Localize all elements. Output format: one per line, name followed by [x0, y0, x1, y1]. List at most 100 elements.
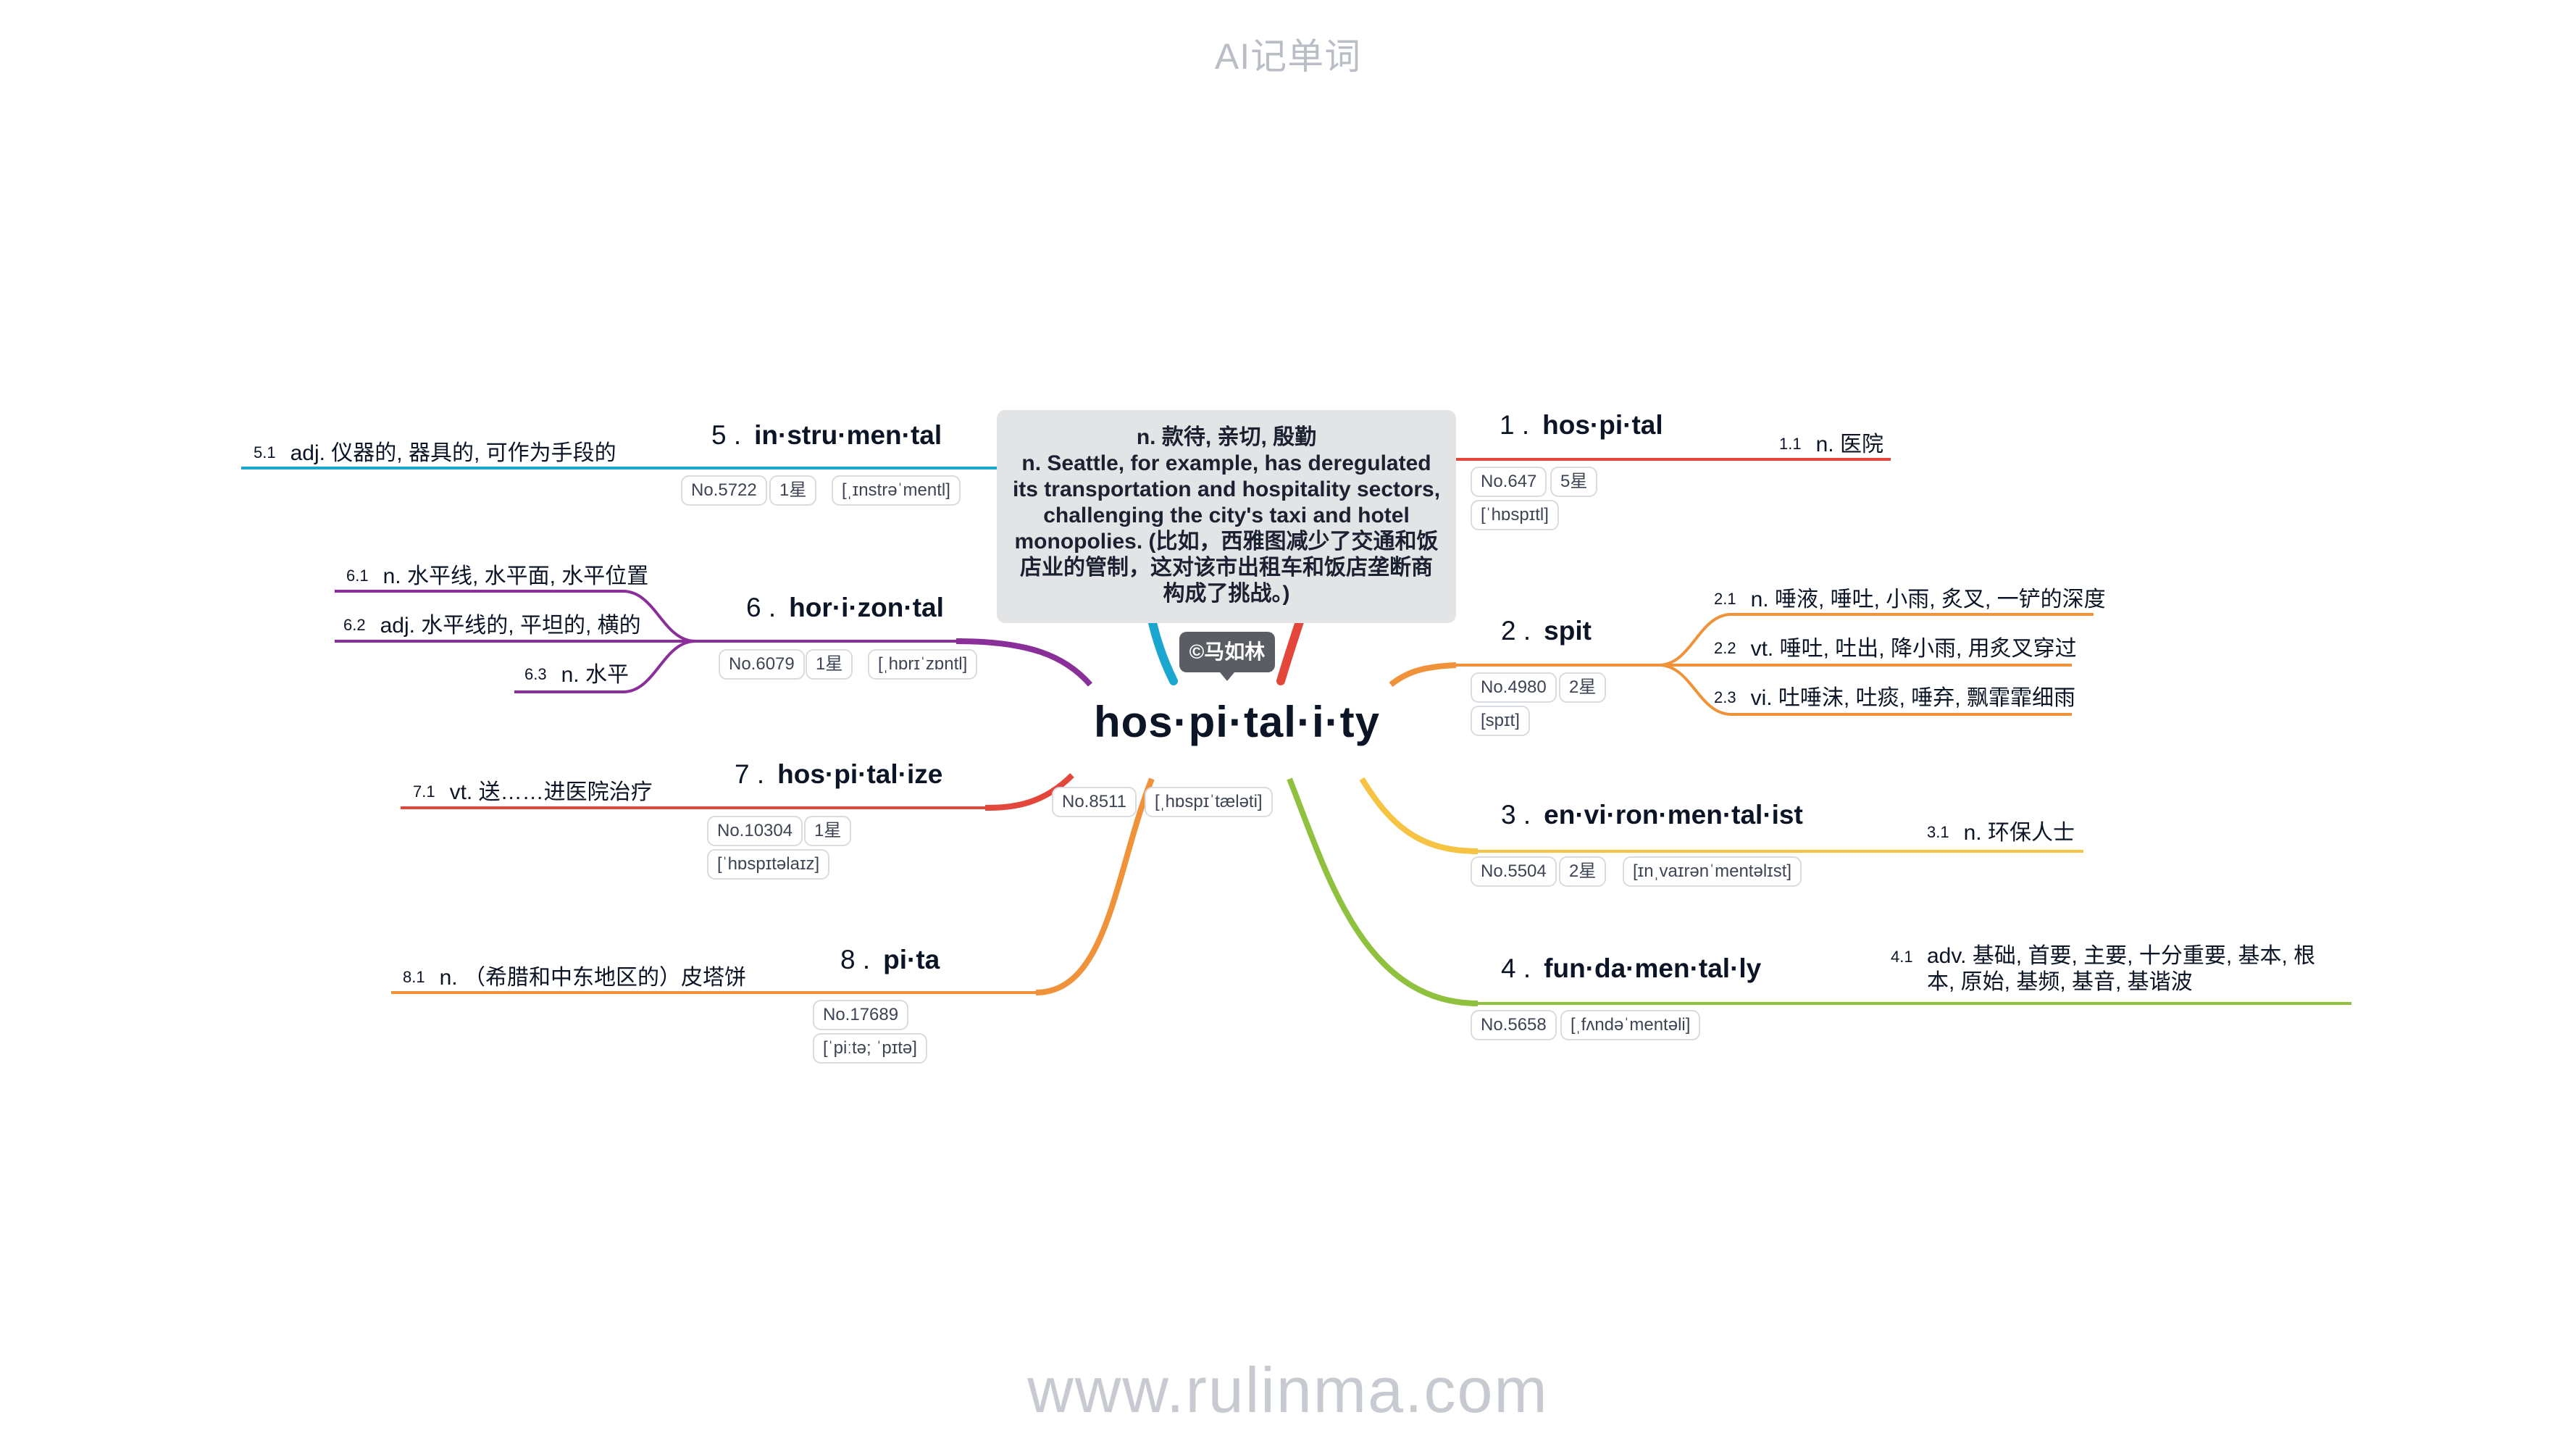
- topic-2-ipa-tag: [spɪt]: [1471, 706, 1530, 736]
- edge-center-6: [955, 638, 1093, 687]
- topic-6-ipa-tag: [ˌhɒrɪˈzɒntl]: [868, 649, 978, 680]
- note-line-2: n. Seattle, for example, has deregulated…: [1012, 451, 1441, 606]
- topic-1-number: 1 .: [1500, 410, 1530, 440]
- topic-1-stars-tag: 5星: [1550, 467, 1598, 497]
- topic-8-number: 8 .: [840, 945, 871, 974]
- edge-center-3: [1359, 777, 1479, 854]
- topic-6-word: hor·i·zon·tal: [789, 593, 944, 622]
- topic-6-number: 6 .: [746, 593, 777, 622]
- sense-6-1-number: 6.1: [346, 567, 369, 585]
- edge-center-7: [984, 773, 1074, 811]
- topic-5[interactable]: 5 . in·stru·men·tal: [711, 420, 942, 451]
- sense-6-3-number: 6.3: [524, 665, 547, 683]
- topic-6-stars-tag: 1星: [806, 649, 853, 680]
- sense-4-1-number: 4.1: [1891, 948, 1913, 966]
- topic-3-stars-tag: 2星: [1559, 856, 1607, 887]
- topic-7[interactable]: 7 . hos·pi·tal·ize: [735, 759, 942, 790]
- sense-2-3-text: vi. 吐唾沫, 吐痰, 唾弃, 飘霏霏细雨: [1750, 686, 2075, 710]
- sense-6-2-text: adj. 水平线的, 平坦的, 横的: [380, 614, 641, 638]
- topic-5-number: 5 .: [711, 420, 742, 450]
- topic-4-no-tag: No.5658: [1471, 1010, 1557, 1040]
- sense-4-1-text: adv. 基础, 首要, 主要, 十分重要, 基本, 根本, 原始, 基频, 基…: [1927, 944, 2316, 994]
- sense-7-1-text: vt. 送……进医院治疗: [449, 780, 653, 804]
- topic-2-number: 2 .: [1501, 616, 1531, 646]
- sense-7-1-number: 7.1: [413, 782, 435, 801]
- sense-1-1[interactable]: 1.1 n. 医院: [1779, 426, 1883, 458]
- topic-8-ipa-tag: [ˈpiːtə; ˈpɪtə]: [813, 1033, 927, 1064]
- topic-8-no-tag: No.17689: [813, 1000, 909, 1030]
- topic-5-ipa-tag: [ˌɪnstrəˈmentl]: [832, 475, 961, 506]
- topic-7-stars-tag: 1星: [804, 816, 852, 846]
- sense-6-3[interactable]: 6.3 n. 水平: [524, 656, 629, 688]
- sense-6-3-text: n. 水平: [561, 663, 629, 687]
- sense-2-3-number: 2.3: [1714, 688, 1736, 706]
- sense-2-1-number: 2.1: [1714, 590, 1736, 608]
- sense-1-1-text: n. 医院: [1815, 433, 1883, 456]
- edge-center-8: [1035, 777, 1155, 995]
- sense-3-1-number: 3.1: [1927, 823, 1949, 841]
- topic-5-stars-tag: 1星: [769, 475, 817, 506]
- topic-2-word: spit: [1544, 616, 1592, 646]
- center-definition-note: n. 款待, 亲切, 殷勤 n. Seattle, for example, h…: [997, 410, 1456, 623]
- topic-3-ipa-tag: [ɪnˌvaɪrənˈmentəlɪst]: [1623, 856, 1802, 887]
- sense-5-1-number: 5.1: [254, 443, 276, 462]
- sense-5-1[interactable]: 5.1 adj. 仪器的, 器具的, 可作为手段的: [254, 435, 616, 467]
- center-word[interactable]: hos·pi·tal·i·ty: [1094, 698, 1380, 746]
- sense-2-1[interactable]: 2.1 n. 唾液, 唾吐, 小雨, 炙叉, 一铲的深度: [1714, 581, 2106, 613]
- topic-7-number: 7 .: [735, 759, 765, 789]
- copyright-badge: ©马如林: [1179, 632, 1275, 681]
- topic-3[interactable]: 3 . en·vi·ron·men·tal·ist: [1501, 800, 1803, 830]
- sense-6-1[interactable]: 6.1 n. 水平线, 水平面, 水平位置: [346, 558, 648, 590]
- edge-center-2: [1389, 662, 1457, 688]
- topic-2[interactable]: 2 . spit: [1501, 616, 1592, 646]
- sense-line-6-1: [335, 590, 696, 643]
- sense-2-2-number: 2.2: [1714, 639, 1736, 657]
- sense-8-1[interactable]: 8.1 n. （希腊和中东地区的）皮塔饼: [403, 959, 746, 991]
- topic-3-number: 3 .: [1501, 800, 1531, 830]
- topic-7-no-tag: No.10304: [707, 816, 803, 846]
- topic-4-ipa-tag: [ˌfʌndəˈmentəli]: [1560, 1010, 1701, 1040]
- topic-4-word: fun·da·men·tal·ly: [1544, 953, 1762, 983]
- sense-2-2-text: vt. 唾吐, 吐出, 降小雨, 用炙叉穿过: [1750, 637, 2077, 661]
- brand-title: AI记单词: [1214, 36, 1362, 77]
- topic-5-word: in·stru·men·tal: [754, 420, 942, 450]
- sense-8-1-text: n. （希腊和中东地区的）皮塔饼: [439, 966, 746, 990]
- note-line-1: n. 款待, 亲切, 殷勤: [1136, 425, 1317, 449]
- footer-url: www.rulinma.com: [1027, 1354, 1549, 1426]
- sense-line-2-3: [1658, 664, 2072, 716]
- sense-6-2-number: 6.2: [343, 616, 366, 634]
- topic-1-no-tag: No.647: [1471, 467, 1547, 497]
- topic-8[interactable]: 8 . pi·ta: [840, 945, 940, 975]
- sense-8-1-number: 8.1: [403, 968, 425, 986]
- sense-2-2[interactable]: 2.2 vt. 唾吐, 吐出, 降小雨, 用炙叉穿过: [1714, 630, 2077, 662]
- topic-6[interactable]: 6 . hor·i·zon·tal: [746, 593, 944, 623]
- sense-line-6-3: [514, 640, 696, 693]
- topic-1-word: hos·pi·tal: [1542, 410, 1663, 440]
- sense-6-1-text: n. 水平线, 水平面, 水平位置: [382, 564, 649, 588]
- topic-7-word: hos·pi·tal·ize: [777, 759, 943, 789]
- topic-6-no-tag: No.6079: [719, 649, 805, 680]
- sense-1-1-number: 1.1: [1779, 435, 1802, 453]
- topic-1-ipa-tag: [ˈhɒspɪtl]: [1471, 500, 1559, 530]
- topic-8-word: pi·ta: [883, 945, 940, 974]
- topic-2-no-tag: No.4980: [1471, 672, 1557, 703]
- sense-3-1-text: n. 环保人士: [1963, 821, 2075, 845]
- sense-5-1-text: adj. 仪器的, 器具的, 可作为手段的: [290, 441, 616, 465]
- sense-3-1[interactable]: 3.1 n. 环保人士: [1927, 814, 2075, 846]
- sense-6-2[interactable]: 6.2 adj. 水平线的, 平坦的, 横的: [343, 607, 641, 639]
- sense-line-2-1: [1658, 613, 2094, 667]
- topic-4[interactable]: 4 . fun·da·men·tal·ly: [1501, 953, 1761, 984]
- sense-4-1[interactable]: 4.1 adv. 基础, 首要, 主要, 十分重要, 基本, 根本, 原始, 基…: [1891, 943, 2341, 995]
- sense-2-1-text: n. 唾液, 唾吐, 小雨, 炙叉, 一铲的深度: [1750, 588, 2106, 611]
- sense-7-1[interactable]: 7.1 vt. 送……进医院治疗: [413, 774, 653, 806]
- topic-1[interactable]: 1 . hos·pi·tal: [1500, 410, 1663, 440]
- topic-7-ipa-tag: [ˈhɒspɪtəlaɪz]: [707, 849, 830, 880]
- topic-3-no-tag: No.5504: [1471, 856, 1557, 887]
- center-no-tag: No.8511: [1052, 787, 1137, 817]
- topic-5-no-tag: No.5722: [681, 475, 767, 506]
- sense-2-3[interactable]: 2.3 vi. 吐唾沫, 吐痰, 唾弃, 飘霏霏细雨: [1714, 680, 2075, 711]
- topic-4-number: 4 .: [1501, 953, 1531, 983]
- topic-3-word: en·vi·ron·men·tal·ist: [1544, 800, 1803, 830]
